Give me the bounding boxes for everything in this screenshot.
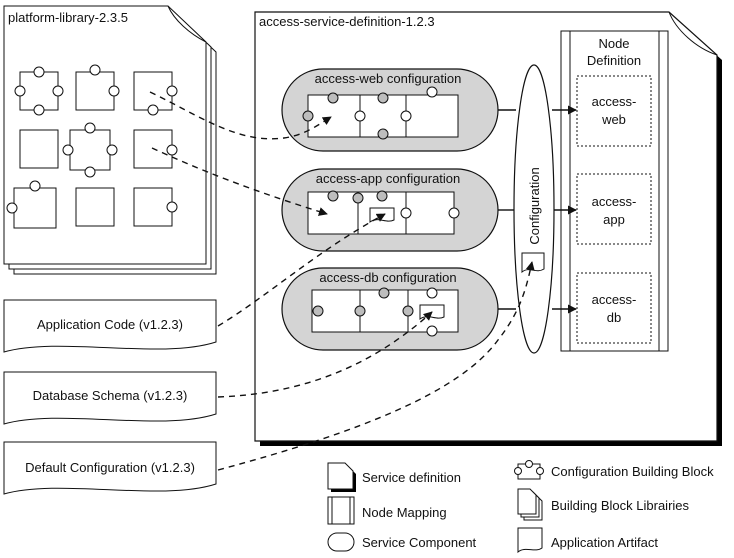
component-access-app: access-app configuration — [281, 168, 499, 252]
component-access-web: access-web configuration — [281, 68, 499, 152]
configuration-ellipse: Configuration — [513, 64, 555, 354]
component-label: access-app configuration — [316, 171, 461, 186]
artifact-database-schema: Database Schema (v1.2.3) — [3, 371, 217, 425]
node-label-line2: db — [607, 310, 621, 325]
component-to-node-arrows — [498, 105, 577, 314]
configuration-label: Configuration — [527, 167, 542, 244]
library-stack: platform-library-2.3.5 — [3, 5, 217, 275]
puzzle-piece-icon — [75, 187, 115, 227]
node-label-line1: access- — [592, 292, 637, 307]
legend-config-block: Configuration Building Block — [514, 460, 714, 480]
library-title: platform-library-2.3.5 — [8, 10, 128, 25]
artifact-application-code: Application Code (v1.2.3) — [3, 299, 217, 353]
node-definition: Node Definition access- web access- app … — [560, 30, 669, 352]
legend-node-mapping: Node Mapping — [327, 496, 447, 525]
artifact-label: Default Configuration (v1.2.3) — [25, 460, 195, 475]
legend-label: Building Block Librairies — [551, 498, 690, 513]
service-title: access-service-definition-1.2.3 — [259, 14, 435, 29]
puzzle-piece-icon — [133, 129, 178, 169]
node-access-db: access- db — [576, 272, 652, 344]
dashed-mapping-arrows — [149, 91, 535, 471]
node-title-line2: Definition — [587, 53, 641, 68]
artifact-label: Application Code (v1.2.3) — [37, 317, 183, 332]
component-label: access-db configuration — [319, 270, 456, 285]
legend-label: Node Mapping — [362, 505, 447, 520]
legend-label: Application Artifact — [551, 535, 658, 550]
node-title-line1: Node — [598, 36, 629, 51]
node-label-line1: access- — [592, 194, 637, 209]
legend-label: Configuration Building Block — [551, 464, 714, 479]
legend-block-libraries: Building Block Librairies — [517, 488, 690, 521]
legend-app-artifact: Application Artifact — [517, 527, 658, 554]
legend-label: Service Component — [362, 535, 477, 550]
component-puzzle-blocks — [311, 287, 459, 337]
puzzle-piece-icon — [133, 71, 178, 116]
component-puzzle-blocks — [307, 190, 460, 235]
node-access-web: access- web — [576, 75, 652, 147]
legend-label: Service definition — [362, 470, 461, 485]
artifact-default-configuration: Default Configuration (v1.2.3) — [3, 441, 217, 495]
puzzle-piece-icon — [6, 180, 57, 229]
node-label-line1: access- — [592, 94, 637, 109]
node-access-app: access- app — [576, 173, 652, 245]
component-label: access-web configuration — [315, 71, 462, 86]
component-access-db: access-db configuration — [281, 267, 499, 351]
artifact-label: Database Schema (v1.2.3) — [33, 388, 188, 403]
puzzle-piece-icon — [14, 66, 64, 116]
puzzle-piece-icon — [133, 187, 178, 227]
node-label-line2: app — [603, 212, 625, 227]
puzzle-piece-icon — [62, 122, 118, 178]
puzzle-piece-icon — [19, 129, 59, 169]
legend-service-component: Service Component — [327, 532, 477, 552]
puzzle-piece-icon — [75, 64, 120, 111]
library-puzzle-pieces — [6, 64, 178, 229]
legend-service-definition: Service definition — [327, 462, 461, 492]
node-label-line2: web — [601, 112, 626, 127]
legend: Service definition Node Mapping Service … — [327, 460, 714, 554]
artifact-icon — [521, 252, 545, 274]
component-puzzle-blocks — [302, 86, 459, 140]
